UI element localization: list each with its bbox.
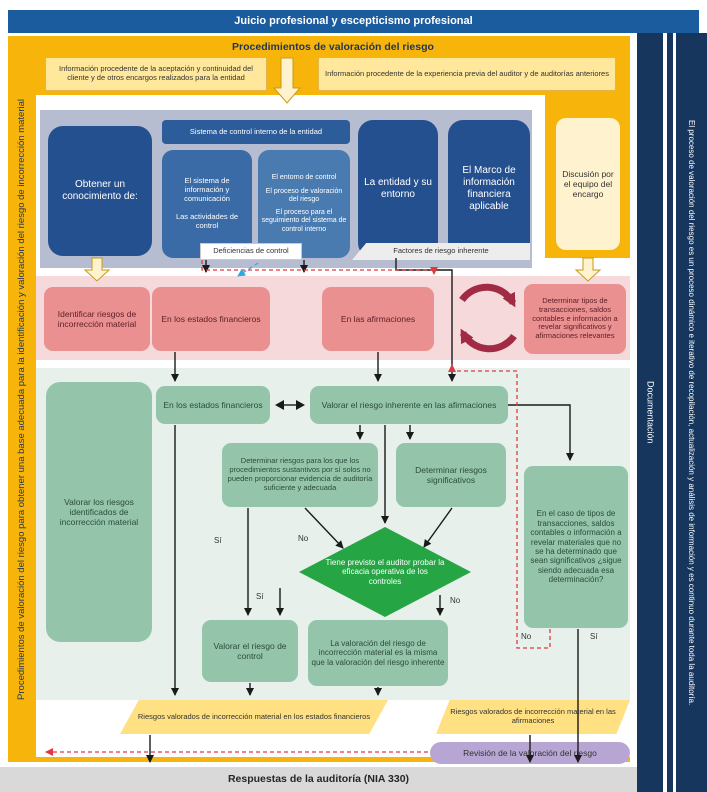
identify-fs-box: En los estados financieros <box>152 287 270 351</box>
risk-process-text: El proceso de valoración del riesgo <box>265 187 343 203</box>
label-yes-1: Sí <box>214 536 222 545</box>
fs-risks-output: Riesgos valorados de incorrección materi… <box>120 700 388 734</box>
label-no-2: No <box>450 596 461 605</box>
info-box-acceptance: Información procedente de la aceptación … <box>45 57 267 91</box>
determine-types-box: Determinar tipos de transacciones, saldo… <box>524 284 626 354</box>
documentation-bar: Documentación <box>637 33 663 792</box>
revision-box: Revisión de la valoración del riesgo <box>430 742 630 764</box>
control-risk-box: Valorar el riesgo de control <box>202 620 298 682</box>
materials-question-box: En el caso de tipos de transacciones, sa… <box>524 466 628 628</box>
monitoring-text: El proceso para el seguimiento del siste… <box>261 209 347 233</box>
assess-fs-box: En los estados financieros <box>156 386 270 424</box>
assess-identified-box: Valorar los riesgos identificados de inc… <box>46 382 152 642</box>
control-activities-text: Las actividades de control <box>175 211 239 230</box>
control-env-box: El entorno de control El proceso de valo… <box>258 150 350 258</box>
significant-risks-box: Determinar riesgos significativos <box>396 443 506 507</box>
control-env-text: El entorno de control <box>271 174 337 182</box>
process-note-text: El proceso de valoración del riesgo es u… <box>687 119 697 706</box>
assertion-risks-output: Riesgos valorados de incorrección materi… <box>436 700 630 734</box>
deficiencies-label: Deficiencias de control <box>200 243 302 260</box>
discussion-box: Discusión por el equipo del encargo <box>556 118 620 250</box>
top-banner: Juicio profesional y escepticismo profes… <box>8 10 699 33</box>
left-sidebar: Procedimientos de valoración del riesgo … <box>8 36 36 762</box>
process-note-bar: El proceso de valoración del riesgo es u… <box>676 33 707 792</box>
info-comm-text: El sistema de información y comunicación <box>184 176 230 204</box>
framework-box: El Marco de información financiera aplic… <box>448 120 530 258</box>
label-yes-3: Sí <box>590 632 598 641</box>
label-no-3: No <box>521 632 532 641</box>
label-no-1: No <box>298 534 309 543</box>
substantive-only-box: Determinar riesgos para los que los proc… <box>222 443 378 507</box>
obtain-knowledge-box: Obtener un conocimiento de: <box>48 126 152 256</box>
internal-control-header: Sistema de control interno de la entidad <box>162 120 350 144</box>
same-valuation-box: La valoración del riesgo de incorrección… <box>308 620 448 686</box>
identify-risks-box: Identificar riesgos de incorrección mate… <box>44 287 150 351</box>
frame-title: Procedimientos de valoración del riesgo <box>232 40 434 53</box>
label-yes-2: Sí <box>256 592 264 601</box>
responses-bar: Respuestas de la auditoría (NIA 330) <box>0 767 637 792</box>
info-box-experience: Información procedente de la experiencia… <box>318 57 616 91</box>
assess-inherent-box: Valorar el riesgo inherente en las afirm… <box>310 386 508 424</box>
divider-bar <box>667 33 673 792</box>
identify-assertions-box: En las afirmaciones <box>322 287 434 351</box>
documentation-text: Documentación <box>645 381 656 444</box>
left-sidebar-text: Procedimientos de valoración del riesgo … <box>16 98 28 700</box>
info-comm-box: El sistema de información y comunicación… <box>162 150 252 258</box>
entity-box: La entidad y su entorno <box>358 120 438 258</box>
inherent-factors-banner: Factores de riesgo inherente <box>352 243 530 260</box>
